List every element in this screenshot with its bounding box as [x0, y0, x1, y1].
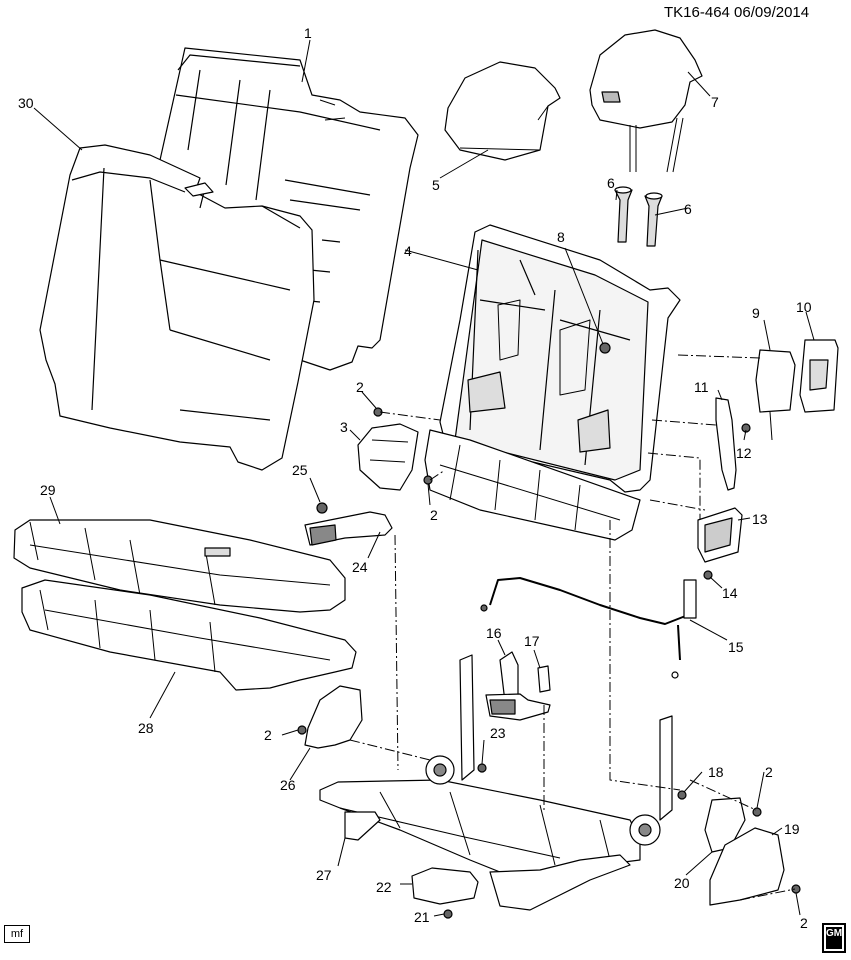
recliner-cover: [357, 423, 419, 491]
callout-22: 22: [376, 879, 392, 895]
seat-back-lower-plate: [424, 429, 641, 541]
callout-13: 13: [752, 511, 768, 527]
headrest-right: [589, 29, 703, 173]
callout-26: 26: [280, 777, 296, 793]
callout-21: 21: [414, 909, 430, 925]
diagram-code: TK16-464: [664, 4, 730, 21]
callout-2d: 2: [765, 764, 773, 780]
callout-18: 18: [708, 764, 724, 780]
bolt-23: [477, 763, 487, 773]
callout-23: 23: [490, 725, 506, 741]
gm-logo-text: GM: [826, 927, 842, 949]
callout-11: 11: [694, 379, 709, 395]
storage-lid: [411, 867, 479, 905]
callout-2c: 2: [264, 727, 272, 743]
callout-1: 1: [304, 25, 312, 41]
callout-8: 8: [557, 229, 565, 245]
callout-2b: 2: [430, 507, 438, 523]
leader-lines: [33, 39, 815, 917]
latch-bezel: [697, 507, 743, 580]
seat-cushion: [13, 519, 346, 613]
latch-assembly: [755, 339, 839, 441]
seat-back-frame: [439, 224, 681, 493]
callout-15: 15: [728, 639, 744, 655]
callout-2e: 2: [800, 915, 808, 931]
seat-cushion-pad: [21, 579, 357, 691]
callout-2a: 2: [356, 379, 364, 395]
callout-28: 28: [138, 720, 154, 736]
callout-19: 19: [784, 821, 800, 837]
release-handle: [715, 397, 751, 491]
callout-14: 14: [722, 585, 738, 601]
callout-12: 12: [736, 445, 752, 461]
callout-6b: 6: [684, 201, 692, 217]
callout-17: 17: [524, 633, 540, 649]
seat-back-cushion-front: [39, 144, 315, 471]
belt-buckle-center: [485, 651, 551, 721]
diagram-header: TK16-464 06/09/2014: [664, 4, 809, 21]
reference-lines: [349, 354, 796, 901]
callout-6a: 6: [607, 175, 615, 191]
callout-7: 7: [711, 94, 719, 110]
callout-16: 16: [486, 625, 502, 641]
callout-29: 29: [40, 482, 56, 498]
callout-4: 4: [404, 243, 412, 259]
mf-tag: mf: [4, 925, 30, 943]
right-side-trim: [677, 790, 801, 906]
diagram-date: 06/09/2014: [734, 4, 810, 21]
callout-27: 27: [316, 867, 332, 883]
headrest-guides: [614, 186, 663, 247]
callout-9: 9: [752, 305, 760, 321]
callout-25: 25: [292, 462, 308, 478]
bolt-21: [443, 909, 453, 919]
callout-3: 3: [340, 419, 348, 435]
headrest-left: [444, 61, 561, 161]
callout-20: 20: [674, 875, 690, 891]
callout-10: 10: [796, 299, 812, 315]
gm-logo: GM: [822, 923, 846, 953]
seat-base-frame: [319, 654, 673, 911]
belt-buckle-left: [304, 502, 393, 546]
release-cable: [480, 577, 697, 679]
seat-trim-cover-left: [297, 685, 363, 749]
callout-24: 24: [352, 559, 368, 575]
callout-5: 5: [432, 177, 440, 193]
callout-30: 30: [18, 95, 34, 111]
